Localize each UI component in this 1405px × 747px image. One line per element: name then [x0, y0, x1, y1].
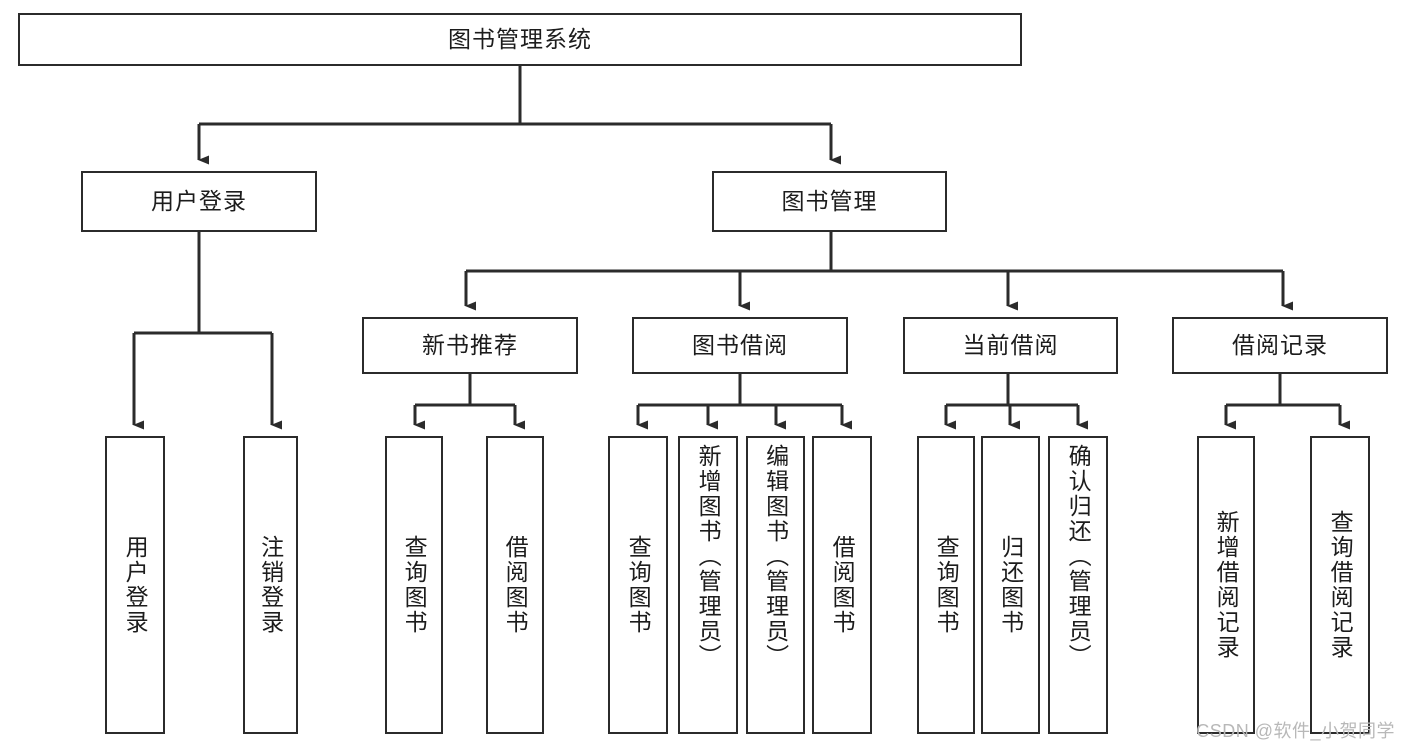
node-leaf-query-book-2[interactable]: 查询图书 — [608, 436, 668, 734]
node-user-login[interactable]: 用户登录 — [81, 171, 317, 232]
node-leaf-logout-label: 注销登录 — [257, 535, 284, 635]
node-book-manage-label: 图书管理 — [781, 187, 878, 214]
node-root-label: 图书管理系统 — [448, 25, 592, 52]
node-leaf-add-book[interactable]: 新增图书（管理员） — [678, 436, 738, 734]
node-new-book-rec-label: 新书推荐 — [422, 331, 518, 358]
node-leaf-return-book-label: 归还图书 — [997, 535, 1024, 635]
node-borrow-record[interactable]: 借阅记录 — [1172, 317, 1388, 374]
node-leaf-logout[interactable]: 注销登录 — [243, 436, 298, 734]
node-root[interactable]: 图书管理系统 — [18, 13, 1022, 66]
node-leaf-query-record[interactable]: 查询借阅记录 — [1310, 436, 1370, 734]
node-leaf-query-book-3-label: 查询图书 — [933, 535, 960, 635]
node-leaf-edit-book-label: 编辑图书（管理员） — [762, 444, 789, 669]
node-leaf-user-login-label: 用户登录 — [122, 535, 149, 635]
node-leaf-edit-book[interactable]: 编辑图书（管理员） — [746, 436, 805, 734]
node-leaf-confirm-return[interactable]: 确认归还（管理员） — [1048, 436, 1108, 734]
node-leaf-borrow-book-1-label: 借阅图书 — [502, 535, 529, 635]
node-book-borrow-label: 图书借阅 — [692, 331, 788, 358]
node-leaf-borrow-book-2[interactable]: 借阅图书 — [812, 436, 872, 734]
node-leaf-borrow-book-2-label: 借阅图书 — [829, 535, 856, 635]
node-leaf-query-book-2-label: 查询图书 — [625, 535, 652, 635]
node-leaf-add-book-label: 新增图书（管理员） — [695, 444, 722, 669]
node-user-login-label: 用户登录 — [151, 187, 247, 214]
node-new-book-rec[interactable]: 新书推荐 — [362, 317, 578, 374]
node-leaf-confirm-return-label: 确认归还（管理员） — [1065, 444, 1092, 669]
node-leaf-query-book-1-label: 查询图书 — [401, 535, 428, 635]
node-leaf-query-book-3[interactable]: 查询图书 — [917, 436, 975, 734]
node-leaf-add-record-label: 新增借阅记录 — [1213, 510, 1240, 660]
node-leaf-query-book-1[interactable]: 查询图书 — [385, 436, 443, 734]
node-borrow-record-label: 借阅记录 — [1232, 331, 1328, 358]
node-current-borrow[interactable]: 当前借阅 — [903, 317, 1118, 374]
node-leaf-borrow-book-1[interactable]: 借阅图书 — [486, 436, 544, 734]
node-leaf-add-record[interactable]: 新增借阅记录 — [1197, 436, 1255, 734]
node-leaf-query-record-label: 查询借阅记录 — [1327, 510, 1354, 660]
node-book-manage[interactable]: 图书管理 — [712, 171, 947, 232]
node-current-borrow-label: 当前借阅 — [962, 331, 1059, 358]
node-leaf-user-login[interactable]: 用户登录 — [105, 436, 165, 734]
node-book-borrow[interactable]: 图书借阅 — [632, 317, 848, 374]
node-leaf-return-book[interactable]: 归还图书 — [981, 436, 1040, 734]
